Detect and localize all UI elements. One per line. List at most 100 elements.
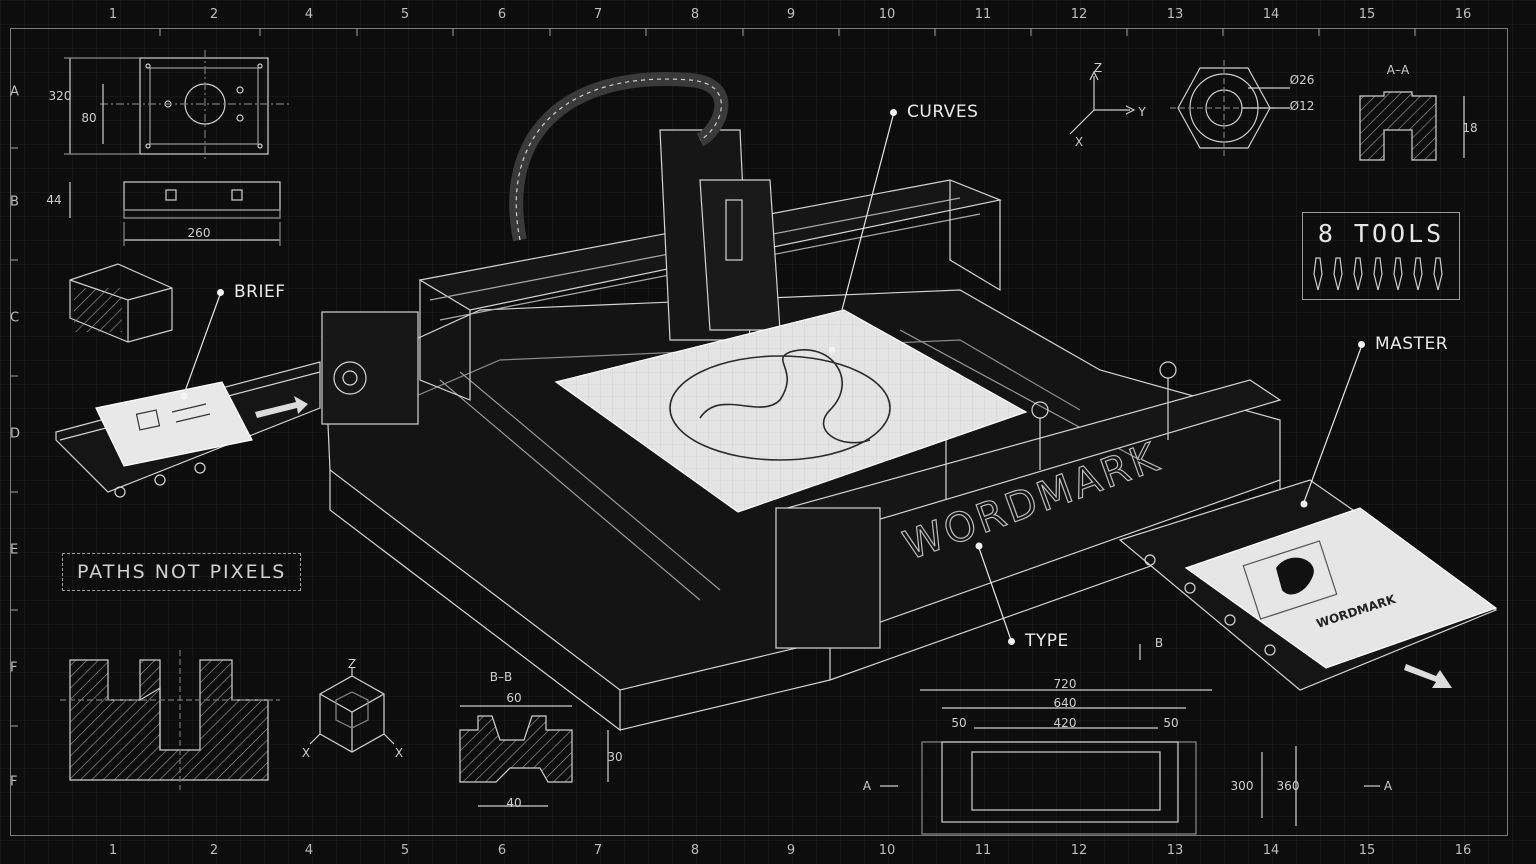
- dim-top-left-inner: 80: [81, 111, 97, 125]
- ruler-top-col-6: 7: [593, 7, 603, 22]
- ruler-bottom-col-5: 6: [497, 843, 507, 858]
- dim-section-aa-height: 18: [1462, 121, 1478, 135]
- axis-triad: [1069, 70, 1136, 135]
- ruler-bottom-col-6: 7: [593, 843, 603, 858]
- ruler-top-col-13: 14: [1262, 7, 1280, 22]
- ruler-row-f2: F: [10, 774, 18, 790]
- tools-count-label: 8 TOOLS: [1317, 219, 1445, 248]
- iso-x-right-label: X: [394, 746, 404, 760]
- conveyor-out-arrow: [1404, 664, 1452, 688]
- callout-master-dot: [1358, 340, 1365, 348]
- callout-master-label: MASTER: [1375, 334, 1449, 354]
- dim-bb-top: 60: [506, 691, 522, 705]
- dim-plate-mid: 640: [1053, 696, 1077, 710]
- callout-master: MASTER: [1358, 334, 1448, 354]
- dim-plate-margin-right: 50: [1163, 716, 1179, 730]
- section-aa-label: A–A: [1386, 63, 1410, 77]
- ruler-row-f: F: [10, 660, 18, 676]
- axis-z-label: Z: [1093, 61, 1103, 75]
- ruler-top-col-5: 6: [497, 7, 507, 22]
- top-view-drawing: [64, 50, 290, 162]
- ruler-bottom-col-11: 12: [1070, 843, 1088, 858]
- master-sheet: [1184, 507, 1498, 669]
- marker-a-right: A: [1383, 779, 1393, 793]
- axis-x-label: X: [1074, 135, 1084, 149]
- dim-hex-outer: Ø26: [1289, 73, 1315, 87]
- ruler-bottom-col-14: 15: [1358, 843, 1376, 858]
- iso-z-label: Z: [347, 657, 357, 671]
- work-sheet: [554, 309, 1028, 513]
- section-hatched-drawing: [60, 650, 280, 790]
- callout-type-dot: [1008, 637, 1015, 645]
- dim-bb-bottom: 40: [506, 796, 522, 810]
- marker-b: B: [1154, 636, 1164, 650]
- ruler-bottom-col-15: 16: [1454, 843, 1472, 858]
- ruler-top-col-14: 15: [1358, 7, 1376, 22]
- ruler-bottom-col-1: 1: [108, 843, 118, 858]
- ruler-top-col-2: 2: [209, 7, 219, 22]
- ruler-top-col-9: 10: [878, 7, 896, 22]
- ruler-top-col-15: 16: [1454, 7, 1472, 22]
- dim-side-width: 260: [187, 226, 211, 240]
- dim-plate-h-outer: 360: [1276, 779, 1300, 793]
- ruler-bottom-col-2: 2: [209, 843, 219, 858]
- plate-dimension-drawing: [880, 644, 1380, 835]
- tool-bits-row: [1313, 257, 1443, 291]
- callout-curves: CURVES: [890, 102, 978, 122]
- callout-type: TYPE: [1008, 631, 1069, 651]
- side-view-drawing: [69, 181, 281, 246]
- ruler-top-col-3: 4: [304, 7, 314, 22]
- ruler-bottom-col-13: 14: [1262, 843, 1280, 858]
- dim-top-left-height: 320: [48, 89, 72, 103]
- tools-panel: 8 TOOLS: [1302, 212, 1460, 300]
- callout-brief-dot: [217, 288, 224, 296]
- section-bb-drawing: [459, 705, 609, 807]
- callout-brief-label: BRIEF: [234, 282, 286, 302]
- ruler-bottom-col-3: 4: [304, 843, 314, 858]
- paths-not-pixels-label: PATHS NOT PIXELS: [62, 553, 302, 591]
- marker-a-left: A: [862, 779, 872, 793]
- section-aa-drawing: [1359, 91, 1465, 161]
- ruler-row-e: E: [10, 542, 19, 558]
- callout-type-label: TYPE: [1025, 631, 1069, 651]
- axis-y-label: Y: [1138, 105, 1146, 119]
- iso-cube: [309, 668, 395, 753]
- callout-curves-dot: [890, 108, 897, 116]
- dim-bb-right: 30: [607, 750, 623, 764]
- ruler-row-d: D: [10, 426, 21, 442]
- ruler-row-b: B: [10, 194, 19, 210]
- conveyor-in-arrow: [255, 396, 308, 418]
- dim-plate-total: 720: [1053, 677, 1077, 691]
- section-bb-label: B–B: [489, 670, 513, 684]
- callout-curves-label: CURVES: [907, 102, 979, 122]
- brief-sheet: [95, 381, 253, 467]
- drawing-frame: [10, 28, 1508, 836]
- dim-side-height: 44: [46, 193, 62, 207]
- ruler-bottom-col-4: 5: [400, 843, 410, 858]
- curve-drawing: [669, 349, 891, 461]
- ruler-bottom-col-7: 8: [690, 843, 700, 858]
- iso-hatched-block: [69, 263, 173, 343]
- dim-hex-inner: Ø12: [1289, 99, 1315, 113]
- ruler-top-col-1: 1: [108, 7, 118, 22]
- iso-x-left-label: X: [301, 746, 311, 760]
- callout-brief: BRIEF: [217, 282, 286, 302]
- ruler-bottom-col-8: 9: [786, 843, 796, 858]
- ruler-top-col-12: 13: [1166, 7, 1184, 22]
- dim-plate-inner: 420: [1053, 716, 1077, 730]
- dim-plate-h-inner: 300: [1230, 779, 1254, 793]
- ruler-top-col-11: 12: [1070, 7, 1088, 22]
- dim-plate-margin-left: 50: [951, 716, 967, 730]
- ruler-top-col-4: 5: [400, 7, 410, 22]
- ruler-top-col-7: 8: [690, 7, 700, 22]
- ruler-bottom-col-9: 10: [878, 843, 896, 858]
- ruler-row-c: C: [10, 310, 20, 326]
- ruler-row-a: A: [10, 84, 19, 100]
- leader-lines: [183, 111, 1363, 641]
- ruler-ticks: [10, 28, 1416, 727]
- hex-nut-drawing: [1170, 60, 1290, 158]
- ruler-top-col-8: 9: [786, 7, 796, 22]
- ruler-bottom-col-12: 13: [1166, 843, 1184, 858]
